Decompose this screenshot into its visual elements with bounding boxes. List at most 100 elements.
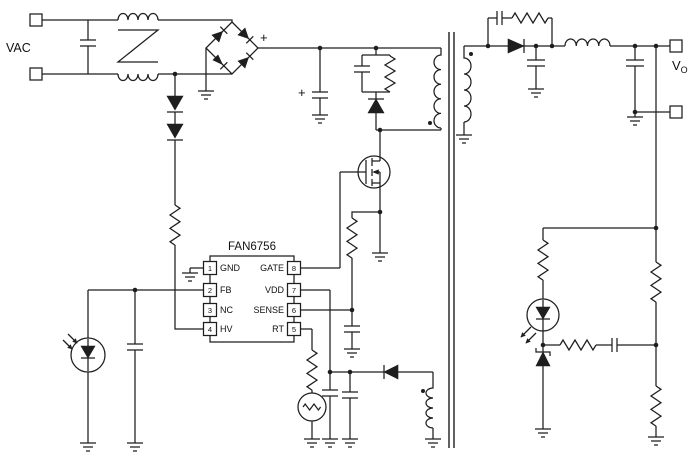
- junction-dot: [327, 369, 333, 375]
- snubber-diode: [367, 98, 385, 114]
- ground-symbol: [303, 433, 321, 448]
- transformer-core: [448, 32, 455, 448]
- compensation-network: [543, 338, 656, 352]
- compensation-resistor: [559, 338, 597, 352]
- bulk-plus-sign: +: [298, 85, 306, 100]
- optocoupler-receiver-body: [70, 337, 106, 373]
- bridge-rectifier: +: [197, 21, 441, 100]
- bridge-diode: [237, 27, 249, 39]
- pin-label: FB: [220, 285, 232, 295]
- pin-box-5: [286, 321, 302, 337]
- vo-terminal-return: [669, 105, 683, 119]
- secondary-winding: [463, 46, 472, 130]
- current-sense-network: [301, 209, 389, 358]
- vo-label: VO: [672, 58, 688, 75]
- aux-winding: [425, 372, 434, 434]
- junction-dot: [373, 45, 379, 51]
- pin-label: GATE: [260, 263, 284, 273]
- optocoupler-emitter-body: [526, 298, 560, 332]
- junction-dot: [485, 43, 491, 49]
- ground-symbol: [424, 433, 442, 448]
- rt-resistor: [305, 349, 319, 391]
- junction-dot: [632, 43, 638, 49]
- ground-symbol: [371, 247, 389, 262]
- pin-box-6: [286, 302, 302, 318]
- pin-number: 1: [208, 264, 212, 273]
- pin-label: NC: [220, 305, 233, 315]
- polarity-dot: [421, 389, 425, 393]
- ground-symbol: [181, 267, 199, 282]
- optocoupler-led-side: [520, 227, 656, 348]
- light-arrow: [525, 338, 531, 344]
- opto-led: [535, 306, 551, 320]
- startup-diode: [166, 123, 184, 139]
- junction-dot: [549, 43, 555, 49]
- junction-dot: [172, 71, 178, 77]
- ground-symbol: [527, 83, 545, 98]
- led-bias-resistor: [536, 239, 550, 281]
- polarity-dot: [469, 52, 473, 56]
- hv-startup-network: [166, 74, 203, 330]
- pin-label: RT: [272, 324, 284, 334]
- ic-body: [209, 255, 295, 343]
- power-mosfet: [301, 130, 391, 269]
- pin-number: 6: [292, 306, 296, 315]
- ac-input-terminals: VAC: [6, 13, 43, 81]
- secondary-snubber: [487, 11, 553, 46]
- pin-label: HV: [220, 324, 233, 334]
- ground-symbol: [126, 437, 144, 452]
- ac-terminal-neutral: [29, 67, 43, 81]
- pin-box-8: [286, 260, 302, 276]
- polarity-dot: [428, 121, 432, 125]
- output-inductor: [564, 38, 611, 47]
- ground-symbol: [311, 109, 329, 124]
- ground-symbol: [79, 437, 97, 452]
- pin-number: 4: [208, 325, 212, 334]
- junction-dot: [317, 45, 323, 51]
- shunt-regulator: [534, 345, 552, 438]
- divider-resistor-lower: [649, 385, 663, 427]
- secondary-snubber-resistor: [511, 11, 549, 25]
- pin-number: 8: [292, 264, 296, 273]
- pin-box-3: [202, 302, 218, 318]
- startup-resistor: [168, 204, 182, 246]
- pin-box-1: [202, 260, 218, 276]
- ground-symbol: [455, 129, 473, 144]
- junction-dot: [377, 127, 383, 133]
- ground-symbol: [343, 343, 361, 358]
- thermistor-element: [302, 402, 322, 412]
- ground-symbol: [341, 433, 359, 448]
- output-diode: [507, 38, 525, 54]
- light-arrow: [67, 344, 73, 350]
- junction-dot: [377, 209, 383, 215]
- feedback-divider: [647, 46, 665, 446]
- mosfet-body-arrow: [372, 169, 379, 175]
- thermistor-body: [297, 392, 327, 422]
- shunt-regulator-diode: [535, 351, 551, 367]
- light-arrow: [520, 332, 526, 338]
- output-rectifier-filter: [464, 11, 670, 126]
- ground-symbol: [626, 111, 644, 126]
- bridge-outline: [205, 21, 259, 75]
- sense-resistor: [345, 217, 359, 259]
- common-mode-choke: [116, 12, 160, 82]
- bulk-capacitor: +: [298, 48, 329, 124]
- rcd-snubber: [354, 48, 397, 130]
- pin-label: GND: [220, 263, 241, 273]
- junction-dot: [347, 369, 353, 375]
- ic-title: FAN6756: [228, 241, 276, 253]
- ac-terminal-line: [29, 13, 43, 27]
- rt-network: [297, 328, 327, 448]
- snubber-resistor: [383, 55, 397, 93]
- pin-label: SENSE: [253, 305, 284, 315]
- light-arrow: [72, 338, 78, 344]
- junction-dot: [132, 287, 138, 293]
- vdd-supply-network: [301, 289, 433, 448]
- divider-resistor-upper: [649, 261, 663, 303]
- bridge-diode: [211, 31, 223, 43]
- ground-symbol: [534, 423, 552, 438]
- junction-dot: [349, 307, 355, 313]
- junction-dot: [533, 43, 539, 49]
